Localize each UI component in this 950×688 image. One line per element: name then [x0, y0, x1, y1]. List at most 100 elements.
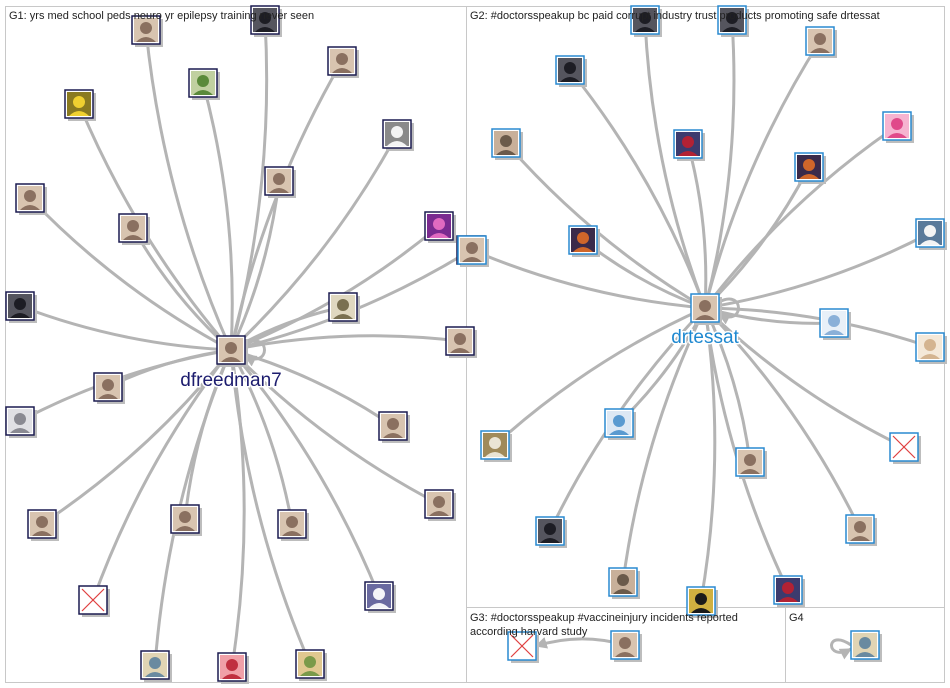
edge-g2-7 [703, 166, 811, 310]
node-g1-3[interactable] [188, 68, 220, 100]
sunset-avatar [797, 155, 821, 179]
node-g2-10[interactable] [457, 235, 489, 267]
node-g2-19[interactable] [608, 567, 640, 599]
dark-flower-avatar [558, 58, 582, 82]
node-g2-18[interactable] [845, 514, 877, 546]
letter-v-avatar [483, 433, 507, 457]
node-g3-1[interactable] [610, 630, 642, 662]
cat-avatar [611, 570, 635, 594]
node-g1-4[interactable] [327, 46, 359, 78]
node-g1-19[interactable] [170, 504, 202, 536]
node-g1-12[interactable] [328, 292, 360, 324]
node-g2-14[interactable] [604, 408, 636, 440]
outdoor-avatar [298, 652, 322, 676]
node-g4-0[interactable] [850, 630, 882, 662]
node-g2-21[interactable] [773, 575, 805, 607]
node-g1-24[interactable] [217, 652, 249, 684]
hub-node-dfreedman7[interactable] [216, 335, 248, 367]
node-g1-9[interactable] [424, 211, 456, 243]
family-avatar [853, 633, 877, 657]
node-g1-5[interactable] [382, 119, 414, 151]
node-g3-0[interactable] [507, 631, 539, 663]
node-g1-16[interactable] [378, 411, 410, 443]
node-g2-7[interactable] [794, 152, 826, 184]
node-g1-6[interactable] [15, 183, 47, 215]
node-g1-18[interactable] [27, 509, 59, 541]
panel-label-g3-line2: according harvard study [470, 626, 588, 638]
edge-g1-14 [229, 334, 461, 354]
bearded-man-avatar [30, 512, 54, 536]
woman-glasses-avatar [267, 169, 291, 193]
node-g2-13[interactable] [480, 430, 512, 462]
node-g2-12[interactable] [915, 332, 947, 364]
landscape-avatar [331, 295, 355, 319]
node-g1-15[interactable] [5, 406, 37, 438]
node-g2-11[interactable] [819, 308, 851, 340]
node-g2-4[interactable] [491, 128, 523, 160]
broken-image-icon [81, 588, 105, 612]
panel-label-g2: G2: #doctorsspeakup bc paid corrupt indu… [470, 10, 880, 22]
node-g2-5[interactable] [673, 129, 705, 161]
node-g1-7[interactable] [264, 166, 296, 198]
husky-avatar [8, 409, 32, 433]
node-g1-8[interactable] [118, 213, 150, 245]
duckling-avatar [67, 92, 91, 116]
edge-g2-18 [703, 306, 862, 530]
figurines-avatar [918, 335, 942, 359]
pink-heart-avatar [885, 114, 909, 138]
scales-of-justice-avatar [918, 221, 942, 245]
node-g1-20[interactable] [277, 509, 309, 541]
edge-g2-3 [568, 69, 707, 310]
dark-avatar [720, 8, 744, 32]
node-g2-16[interactable] [735, 447, 767, 479]
dog-avatar [738, 450, 762, 474]
hub-node-drtessat[interactable] [690, 293, 722, 325]
node-g1-22[interactable] [364, 581, 396, 613]
dark-avatar [633, 8, 657, 32]
edge-g1-17 [229, 348, 440, 506]
node-g2-0[interactable] [630, 5, 662, 37]
man-portrait-avatar [173, 507, 197, 531]
node-g2-1[interactable] [717, 5, 749, 37]
node-g2-20[interactable] [686, 586, 718, 618]
man-portrait-avatar [613, 633, 637, 657]
edge-g2-10 [471, 248, 707, 314]
edge-g1-7 [229, 180, 281, 352]
nature-avatar [191, 71, 215, 95]
edge-hub2-selfloop [717, 297, 740, 325]
edge-g1-6 [28, 196, 233, 352]
node-g1-21[interactable] [78, 585, 110, 617]
runner-avatar [330, 49, 354, 73]
node-g2-2[interactable] [805, 26, 837, 58]
edge-g1-21 [91, 349, 233, 601]
eye-avatar [822, 311, 846, 335]
node-g2-9[interactable] [915, 218, 947, 250]
cartoon-rabbit-avatar [385, 122, 409, 146]
node-g1-23[interactable] [140, 650, 172, 682]
hub-label-drtessat[interactable]: drtessat [670, 326, 741, 350]
bearded-man-avatar [219, 338, 243, 362]
node-g2-8[interactable] [568, 225, 600, 257]
node-g2-17[interactable] [535, 516, 567, 548]
node-g1-25[interactable] [295, 649, 327, 681]
edge-g2-6 [703, 124, 898, 309]
edge-hub1-selfloop [243, 339, 266, 367]
node-g1-0[interactable] [131, 15, 163, 47]
headphones-avatar [367, 584, 391, 608]
node-g2-15[interactable] [889, 432, 921, 464]
node-g1-14[interactable] [445, 326, 477, 358]
node-g1-13[interactable] [93, 372, 125, 404]
hub-label-dfreedman7[interactable]: dfreedman7 [179, 369, 283, 393]
node-g2-6[interactable] [882, 111, 914, 143]
node-g1-17[interactable] [424, 489, 456, 521]
woman-portrait-avatar [448, 329, 472, 353]
node-g1-1[interactable] [250, 5, 282, 37]
man-dark-avatar [538, 519, 562, 543]
dark-avatar [253, 8, 277, 32]
node-g1-2[interactable] [64, 89, 96, 121]
node-g1-10[interactable] [5, 291, 37, 323]
dark-poster-avatar [8, 294, 32, 318]
node-g2-3[interactable] [555, 55, 587, 87]
sunset-avatar [571, 228, 595, 252]
